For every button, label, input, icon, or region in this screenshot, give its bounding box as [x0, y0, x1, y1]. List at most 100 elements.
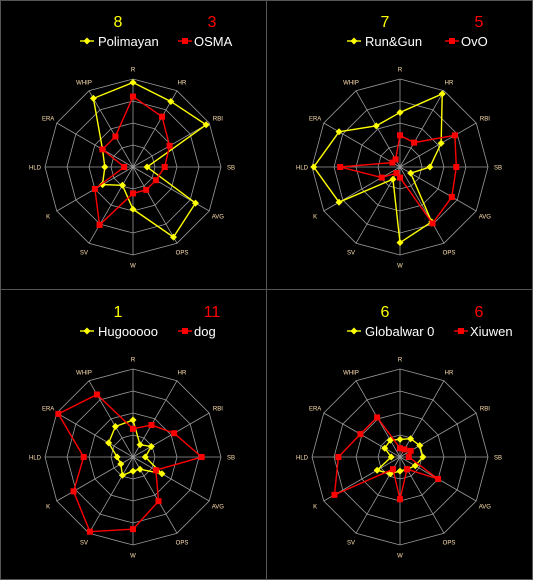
data-point	[389, 466, 396, 473]
data-point	[397, 132, 403, 139]
data-point	[396, 467, 404, 475]
data-point	[387, 453, 395, 461]
axis-label: HR	[178, 81, 187, 87]
data-point	[389, 175, 397, 183]
axis-label: R	[131, 358, 136, 364]
data-point	[451, 132, 458, 139]
axis-label: AVG	[479, 215, 492, 221]
legend-marker-a	[350, 327, 358, 335]
data-point	[386, 470, 394, 478]
data-point	[129, 79, 137, 87]
data-point	[111, 423, 119, 431]
axis-label: HLD	[296, 166, 309, 172]
data-point	[158, 470, 166, 478]
data-point	[159, 113, 166, 120]
grid-spoke	[323, 166, 401, 212]
data-point	[429, 220, 436, 227]
data-point	[437, 139, 445, 147]
legend-marker-b	[182, 38, 188, 44]
data-point	[105, 439, 113, 447]
data-point	[416, 442, 424, 450]
data-point	[136, 465, 144, 473]
vertical-divider	[266, 0, 267, 580]
axis-label: WHIP	[76, 371, 92, 377]
series-b	[91, 93, 173, 228]
axis-label: R	[398, 68, 403, 74]
grid-spoke	[132, 456, 210, 502]
score-a: 1	[114, 304, 123, 321]
data-point	[112, 133, 119, 140]
axis-label: W	[130, 264, 136, 270]
axis-label: W	[397, 554, 403, 560]
data-point	[141, 453, 149, 461]
data-point	[396, 108, 404, 116]
axis-label: K	[313, 215, 317, 221]
legend-name-a: Globalwar 0	[365, 324, 434, 339]
data-point	[55, 410, 62, 417]
legend-name-a: Polimayan	[98, 34, 159, 49]
grid-spoke	[88, 166, 134, 244]
axis-label: W	[397, 264, 403, 270]
data-point	[136, 441, 144, 449]
axis-label: SB	[494, 456, 502, 462]
data-point	[129, 416, 137, 424]
data-point	[378, 174, 385, 181]
series-line	[94, 95, 171, 227]
data-point	[101, 163, 109, 171]
grid-spoke	[56, 412, 134, 458]
data-point	[80, 454, 87, 460]
score-b: 11	[204, 304, 221, 321]
legend-name-b: Xiuwen	[470, 324, 513, 339]
data-point	[397, 445, 403, 452]
axis-label: HR	[178, 371, 187, 377]
data-point	[167, 97, 175, 105]
axis-label: HR	[445, 81, 454, 87]
axis-label: SV	[80, 250, 88, 256]
data-point	[405, 454, 412, 460]
grid-spoke	[323, 122, 401, 168]
data-point	[404, 466, 411, 473]
grid-spoke	[88, 456, 134, 534]
data-point	[130, 93, 136, 100]
axis-label: AVG	[479, 505, 492, 511]
data-point	[89, 94, 97, 102]
legend-marker-a	[83, 37, 91, 45]
legend-marker-a	[350, 37, 358, 45]
grid-spoke	[132, 166, 178, 244]
legend-marker-b	[182, 328, 188, 334]
data-point	[435, 476, 442, 482]
score-b: 6	[475, 304, 484, 321]
axis-label: HLD	[296, 456, 309, 462]
data-point	[152, 177, 159, 184]
axis-label: ERA	[42, 407, 54, 413]
data-point	[373, 466, 381, 474]
axis-label: AVG	[212, 505, 225, 511]
data-point	[147, 442, 155, 450]
data-point	[393, 170, 400, 177]
legend-name-b: OSMA	[194, 34, 233, 49]
data-point	[411, 139, 418, 146]
data-point	[335, 198, 343, 206]
data-point	[374, 414, 381, 421]
axis-label: SV	[80, 540, 88, 546]
data-point	[121, 164, 128, 170]
series-a	[105, 416, 166, 479]
axis-label: WHIP	[343, 371, 359, 377]
grid-spoke	[399, 166, 445, 244]
legend-marker-b	[458, 328, 464, 334]
data-point	[438, 90, 446, 98]
data-point	[130, 190, 136, 197]
axis-label: RBI	[213, 117, 223, 123]
data-point	[337, 164, 344, 170]
legend-marker-a	[83, 327, 91, 335]
radar-grid	[311, 78, 489, 256]
axis-label: HR	[445, 371, 454, 377]
axis-label: SB	[494, 166, 502, 172]
data-point	[169, 233, 177, 241]
data-point	[407, 169, 415, 177]
axis-label: RBI	[480, 117, 490, 123]
